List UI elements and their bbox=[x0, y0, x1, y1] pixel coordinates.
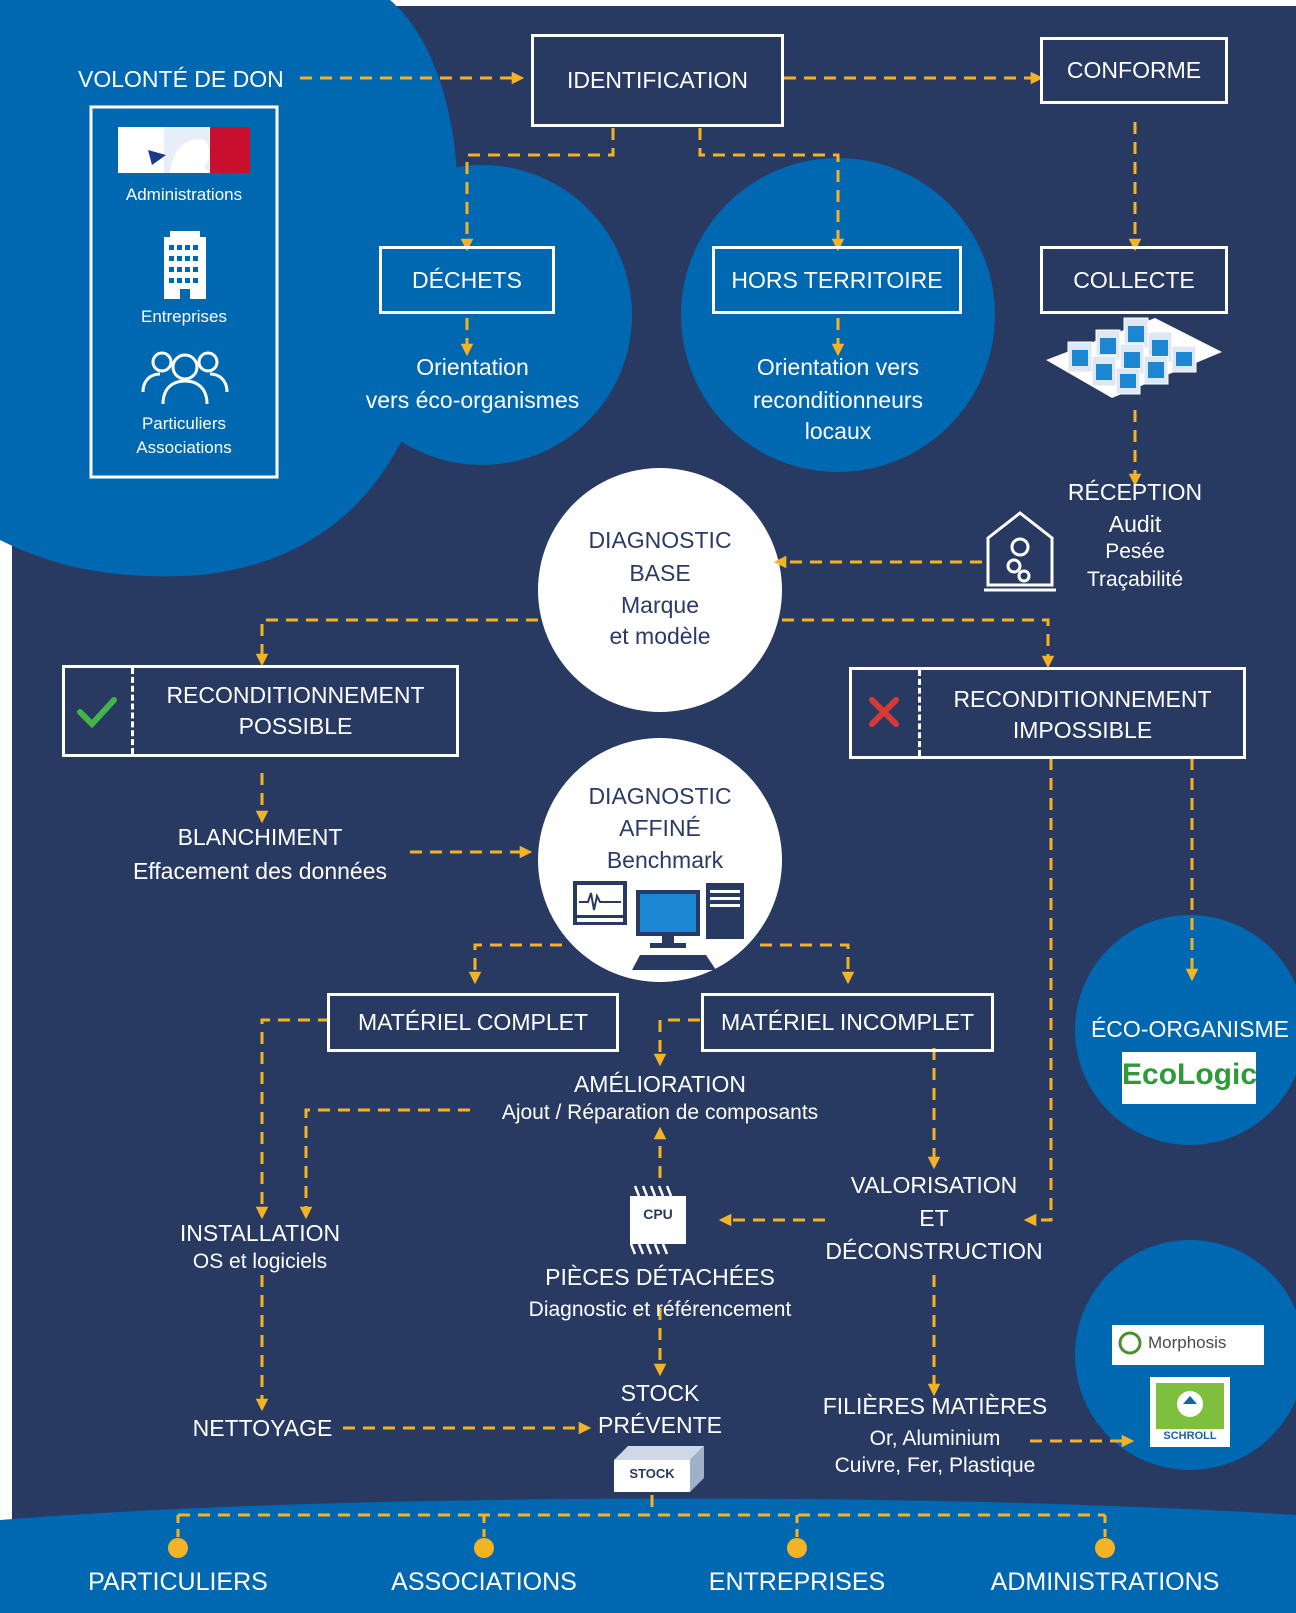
collecte-box: COLLECTE bbox=[1040, 246, 1228, 314]
connectors bbox=[178, 71, 1199, 1517]
eco-organisme-label: ÉCO-ORGANISME bbox=[1090, 1016, 1290, 1042]
filieres-line3: Cuivre, Fer, Plastique bbox=[834, 1454, 1036, 1477]
dechets-note-line2: vers éco-organismes bbox=[365, 387, 580, 413]
computer-icon bbox=[573, 881, 744, 970]
donor-administrations: Administrations bbox=[125, 185, 243, 204]
schroll-logo bbox=[1150, 1377, 1230, 1447]
dechets-label: DÉCHETS bbox=[412, 266, 522, 293]
dechets-box: DÉCHETS bbox=[379, 246, 555, 314]
reception-tracabilite: Traçabilité bbox=[1086, 568, 1184, 591]
recipient-entreprises: ENTREPRISES bbox=[708, 1568, 886, 1596]
bottom-band bbox=[0, 1498, 1296, 1613]
cpu-label: CPU bbox=[643, 1206, 673, 1222]
stock-title: STOCK bbox=[620, 1380, 700, 1406]
valorisation-line1: VALORISATION bbox=[850, 1172, 1018, 1198]
recipient-particuliers: PARTICULIERS bbox=[88, 1568, 268, 1596]
ecologic-logo-text: EcoLogic bbox=[1122, 1058, 1258, 1091]
dot-particuliers bbox=[168, 1538, 188, 1558]
marianne-logo bbox=[118, 127, 250, 173]
dot-entreprises bbox=[787, 1538, 807, 1558]
diag-affine-line3: Benchmark bbox=[606, 847, 724, 873]
identification-box: IDENTIFICATION bbox=[531, 34, 784, 127]
cpu-chip-icon bbox=[629, 1185, 686, 1255]
top-white-edge bbox=[0, 0, 1296, 6]
recond-possible-box: RECONDITIONNEMENT POSSIBLE bbox=[62, 665, 459, 757]
stock-subtitle: PRÉVENTE bbox=[598, 1412, 722, 1438]
reception-pesee: Pesée bbox=[1105, 540, 1165, 563]
recond-impossible-box: RECONDITIONNEMENT IMPOSSIBLE bbox=[849, 667, 1246, 759]
recond-possible-line1: RECONDITIONNEMENT bbox=[166, 682, 425, 708]
hors-territoire-box: HORS TERRITOIRE bbox=[712, 246, 962, 314]
schroll-logo-text: SCHROLL bbox=[1163, 1430, 1217, 1442]
check-icon bbox=[77, 697, 117, 729]
diag-base-circle bbox=[538, 468, 782, 712]
servers-icon bbox=[1046, 317, 1222, 398]
diag-base-line3: Marque bbox=[621, 592, 699, 618]
ecologic-logo bbox=[1122, 1052, 1256, 1104]
donor-associations: Associations bbox=[136, 438, 232, 457]
materiel-complet-label: MATÉRIEL COMPLET bbox=[357, 1009, 589, 1035]
pieces-desc: Diagnostic et référencement bbox=[528, 1298, 792, 1321]
stock-box-label: STOCK bbox=[629, 1466, 675, 1481]
morphosis-logo-text: Morphosis bbox=[1148, 1333, 1227, 1352]
warehouse-gear-icon bbox=[984, 511, 1056, 592]
hors-territoire-label: HORS TERRITOIRE bbox=[731, 266, 943, 293]
conforme-label: CONFORME bbox=[1066, 57, 1202, 83]
diag-affine-line2: AFFINÉ bbox=[619, 815, 701, 841]
hors-note-line2: reconditionneurs bbox=[752, 387, 924, 413]
dot-administrations bbox=[1095, 1538, 1115, 1558]
recond-possible-line2: POSSIBLE bbox=[238, 713, 353, 739]
hors-note-line1: Orientation vers bbox=[756, 354, 920, 380]
recipient-administrations: ADMINISTRATIONS bbox=[990, 1568, 1220, 1596]
donation-intent-label: VOLONTÉ DE DON bbox=[78, 66, 284, 92]
materiel-complet-box: MATÉRIEL COMPLET bbox=[327, 993, 619, 1052]
cross-icon bbox=[869, 697, 899, 727]
stock-box-icon bbox=[614, 1446, 704, 1492]
office-building-icon bbox=[164, 231, 206, 299]
blanchiment-title: BLANCHIMENT bbox=[177, 824, 343, 850]
reception-title: RÉCEPTION bbox=[1067, 479, 1203, 505]
blanchiment-desc: Effacement des données bbox=[132, 858, 388, 884]
donor-particuliers: Particuliers bbox=[141, 414, 227, 433]
diag-base-line2: BASE bbox=[629, 560, 691, 586]
nettoyage-label: NETTOYAGE bbox=[192, 1415, 333, 1441]
valorisation-line2: ET bbox=[919, 1205, 949, 1231]
materiel-incomplet-label: MATÉRIEL INCOMPLET bbox=[720, 1009, 975, 1035]
identification-label: IDENTIFICATION bbox=[566, 67, 748, 93]
recipient-dots bbox=[176, 1515, 1107, 1545]
amelioration-desc: Ajout / Réparation de composants bbox=[501, 1101, 819, 1124]
recond-impossible-divider bbox=[918, 670, 921, 756]
dechets-circle bbox=[332, 165, 632, 465]
filieres-line2: Or, Aluminium bbox=[869, 1427, 1001, 1450]
people-group-icon bbox=[141, 351, 229, 405]
valorisation-line3: DÉCONSTRUCTION bbox=[825, 1238, 1043, 1264]
diag-base-line4: et modèle bbox=[609, 623, 711, 649]
recond-impossible-line2: IMPOSSIBLE bbox=[1012, 717, 1153, 743]
morphosis-logo bbox=[1112, 1325, 1264, 1365]
recond-possible-divider bbox=[131, 668, 134, 754]
hors-note-line3: locaux bbox=[804, 418, 872, 444]
installation-title: INSTALLATION bbox=[179, 1220, 341, 1246]
filieres-title: FILIÈRES MATIÈRES bbox=[822, 1393, 1048, 1419]
top-left-blob bbox=[0, 0, 458, 577]
diag-affine-line1: DIAGNOSTIC bbox=[588, 783, 732, 809]
recond-impossible-line1: RECONDITIONNEMENT bbox=[953, 686, 1212, 712]
donor-panel bbox=[89, 105, 279, 479]
collecte-label: COLLECTE bbox=[1073, 266, 1195, 293]
dechets-note-line1: Orientation bbox=[416, 354, 529, 380]
dot-associations bbox=[474, 1538, 494, 1558]
reception-audit: Audit bbox=[1108, 511, 1162, 537]
conforme-box: CONFORME bbox=[1040, 37, 1228, 104]
recipient-associations: ASSOCIATIONS bbox=[391, 1568, 577, 1596]
materiel-incomplet-box: MATÉRIEL INCOMPLET bbox=[701, 993, 994, 1052]
diag-base-line1: DIAGNOSTIC bbox=[588, 527, 732, 553]
pieces-title: PIÈCES DÉTACHÉES bbox=[545, 1264, 775, 1290]
donor-entreprises: Entreprises bbox=[141, 307, 227, 326]
amelioration-title: AMÉLIORATION bbox=[573, 1071, 747, 1097]
installation-desc: OS et logiciels bbox=[192, 1250, 328, 1273]
hors-territoire-circle bbox=[681, 158, 995, 472]
